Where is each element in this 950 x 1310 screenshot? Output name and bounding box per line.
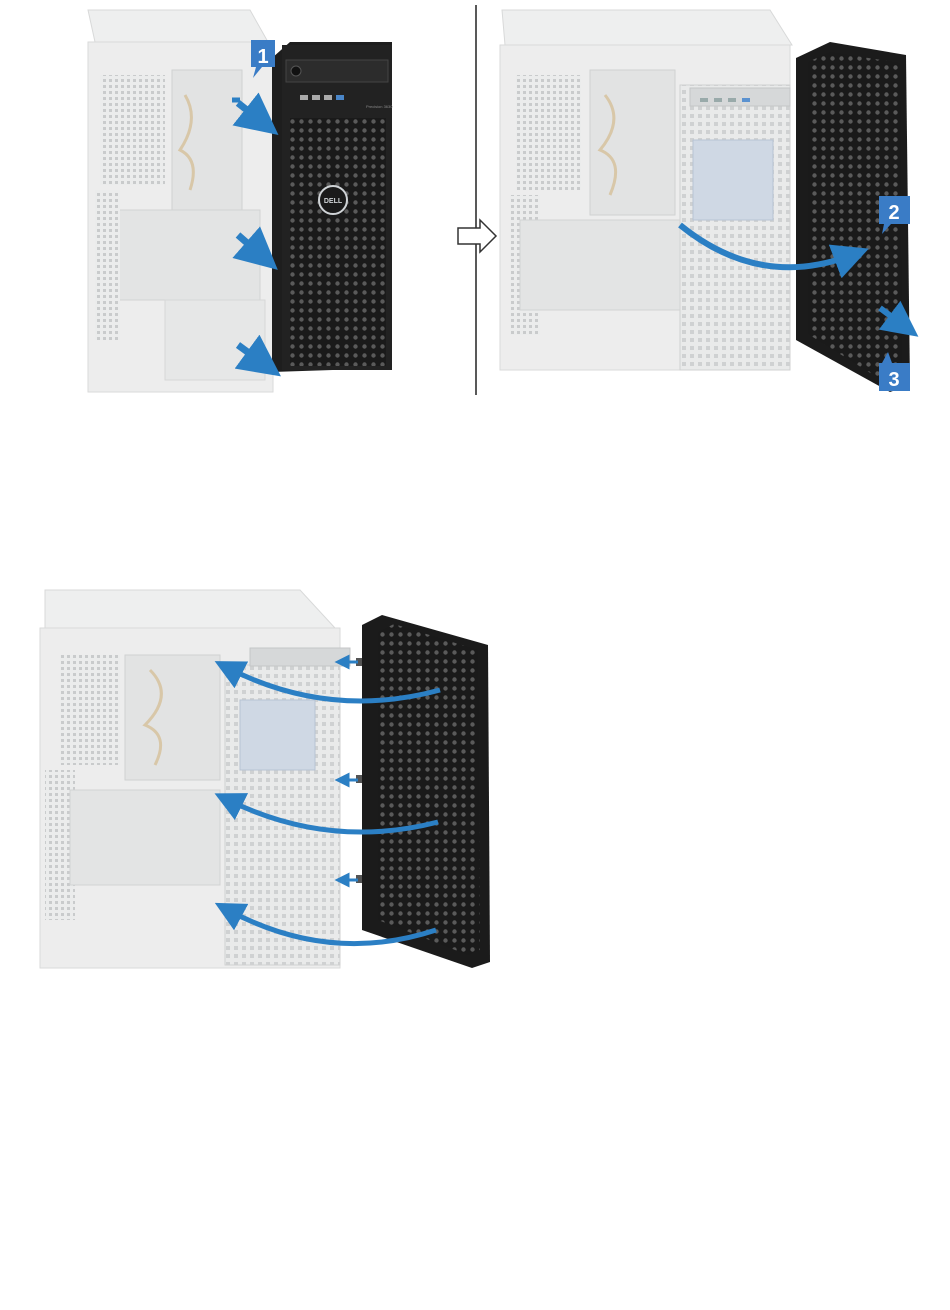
- power-button-icon: [291, 66, 301, 76]
- front-mesh: [290, 118, 386, 366]
- drive-cage-2: [693, 140, 773, 220]
- badge-3-text: 3: [888, 369, 899, 391]
- chassis-top-3: [45, 590, 335, 628]
- logo-text: DELL: [324, 198, 343, 205]
- psu-area-3: [125, 655, 220, 780]
- rear-grill: [95, 190, 120, 340]
- front-chassis-2: [680, 85, 790, 370]
- side-vent: [100, 75, 165, 185]
- expansion-area: [100, 210, 260, 300]
- panel-step1: Precision 3630 DELL 1: [88, 10, 393, 392]
- panel-replace: [40, 590, 490, 968]
- psu-area: [172, 70, 242, 210]
- side-vent-2: [516, 75, 581, 190]
- next-step-arrow-icon: [458, 220, 496, 252]
- bezel-mesh-3: [378, 624, 480, 955]
- chassis-top: [88, 10, 268, 42]
- model-label: Precision 3630: [366, 104, 393, 109]
- badge-2-text: 2: [888, 202, 899, 224]
- badge-1-text: 1: [257, 46, 268, 68]
- panel-step2: 2 3: [500, 10, 910, 392]
- expansion-area-2: [520, 220, 680, 310]
- psu-area-2: [590, 70, 675, 215]
- expansion-area-3: [70, 790, 220, 885]
- optical-drive-3: [250, 648, 350, 666]
- drive-cage-3: [240, 700, 315, 770]
- lower-bay: [165, 300, 265, 380]
- side-vent-3: [60, 655, 120, 765]
- chassis-top-2: [502, 10, 792, 45]
- optical-drive-2: [690, 88, 790, 106]
